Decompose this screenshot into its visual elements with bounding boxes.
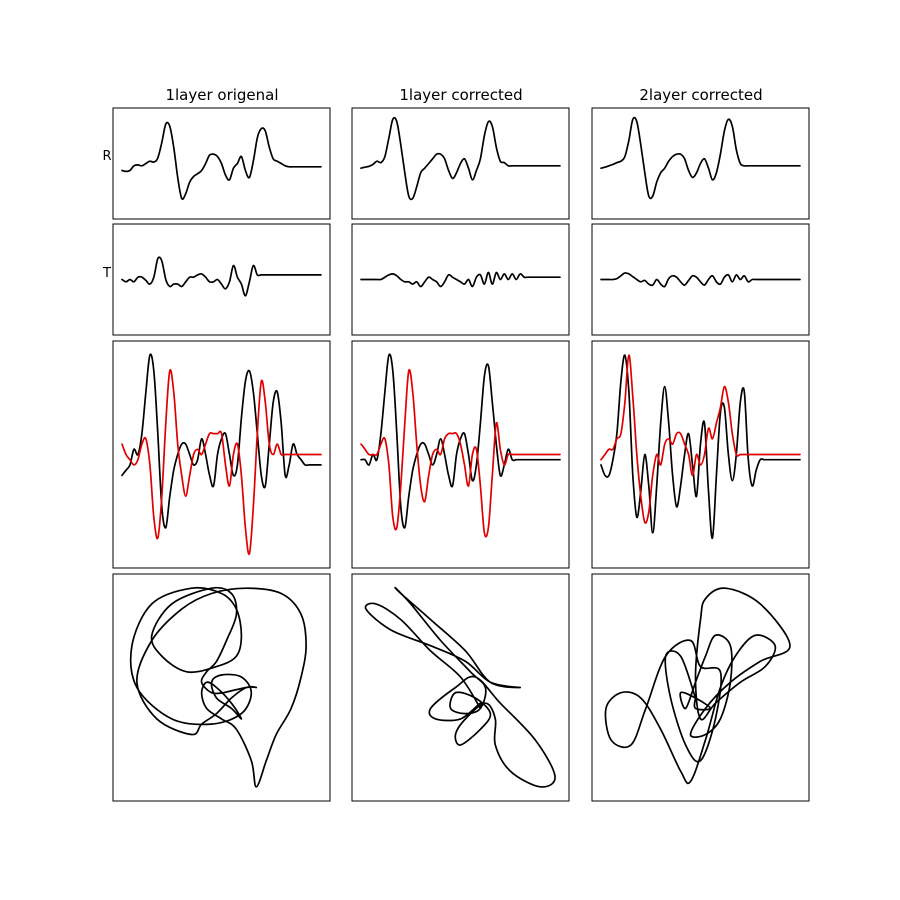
subplot-r3-c2 <box>351 340 570 569</box>
series-line-black <box>600 272 801 288</box>
subplot-r4-c1 <box>112 573 331 802</box>
series-line-black <box>360 116 561 201</box>
series-line-black <box>360 353 561 529</box>
series-line-black <box>121 353 322 529</box>
subplot-grid <box>112 107 810 802</box>
subplot-frame <box>112 573 331 802</box>
series-line-black <box>604 587 791 785</box>
row-label-t: T <box>102 266 111 281</box>
subplot-r2-c2 <box>351 223 570 336</box>
subplot-frame <box>112 107 331 220</box>
series-line-black <box>129 586 307 788</box>
subplot-r4-c3 <box>591 573 810 802</box>
column-title-3: 2layer corrected <box>639 86 762 104</box>
subplot-frame <box>591 223 810 336</box>
subplot-frame <box>591 340 810 569</box>
series-line-red <box>600 354 801 524</box>
subplot-frame <box>351 573 570 802</box>
subplot-r3-c1 <box>112 340 331 569</box>
series-line-black <box>121 256 322 297</box>
subplot-frame <box>351 223 570 336</box>
subplot-frame <box>591 573 810 802</box>
subplot-r3-c3 <box>591 340 810 569</box>
series-line-black <box>121 121 322 201</box>
subplot-r1-c1 <box>112 107 331 220</box>
series-line-black <box>360 271 561 288</box>
subplot-r2-c1 <box>112 223 331 336</box>
subplot-r1-c3 <box>591 107 810 220</box>
subplot-frame <box>112 223 331 336</box>
column-title-1: 1layer origenal <box>165 86 278 104</box>
column-title-2: 1layer corrected <box>399 86 522 104</box>
subplot-r2-c3 <box>591 223 810 336</box>
subplot-r1-c2 <box>351 107 570 220</box>
series-line-red <box>121 368 322 556</box>
series-line-black <box>600 116 801 200</box>
subplot-frame <box>112 340 331 569</box>
series-line-red <box>360 368 561 538</box>
subplot-r4-c2 <box>351 573 570 802</box>
subplot-frame <box>591 107 810 220</box>
series-line-black <box>364 586 556 788</box>
subplot-frame <box>351 107 570 220</box>
series-line-black <box>600 354 801 539</box>
row-label-r: R <box>102 149 111 164</box>
subplot-frame <box>351 340 570 569</box>
